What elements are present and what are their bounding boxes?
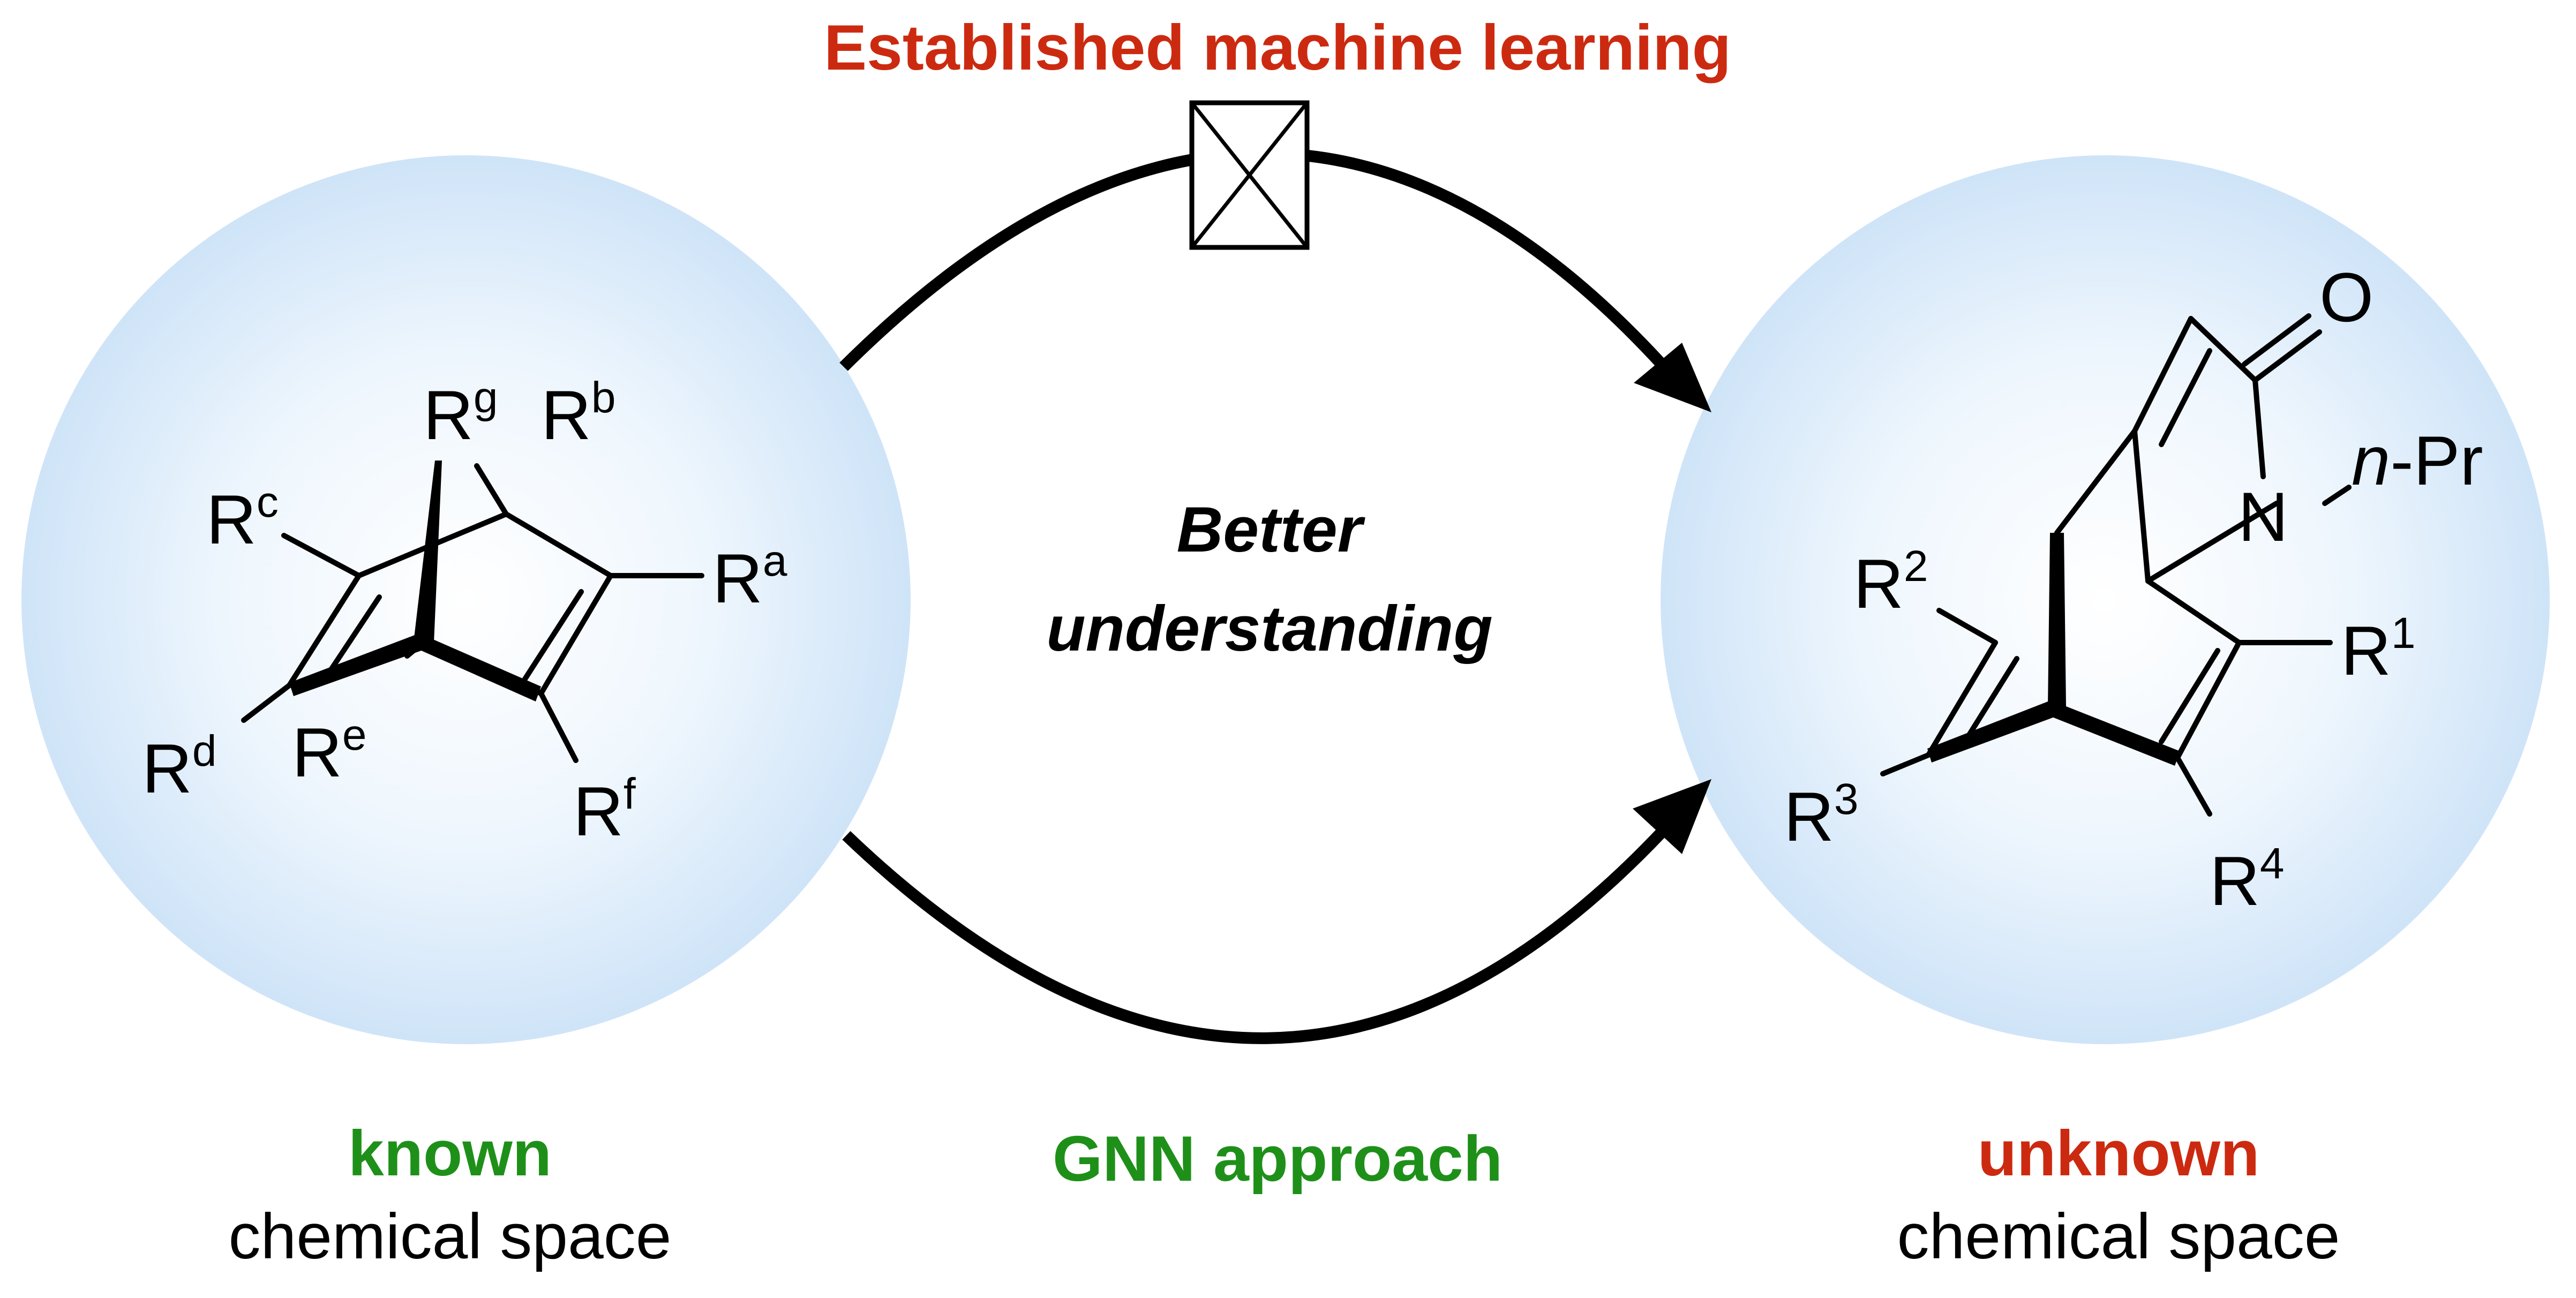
unknown-subtitle: chemical space xyxy=(1897,1201,2340,1272)
norbornadiene-bold-bonds xyxy=(289,461,541,701)
substituent-ra: Ra xyxy=(712,537,787,617)
middle-label-line1: Better xyxy=(1177,494,1366,565)
substituent-r2: R2 xyxy=(1853,542,1928,623)
nitrogen-atom: N xyxy=(2238,478,2288,556)
substituent-re: Re xyxy=(292,711,367,791)
known-subtitle: chemical space xyxy=(228,1201,671,1272)
blocked-box-icon xyxy=(1189,100,1310,250)
bottom-arc-arrow xyxy=(842,779,1711,1044)
unknown-title: unknown xyxy=(1978,1118,2260,1189)
known-title: known xyxy=(348,1118,552,1189)
substituent-rg: Rg xyxy=(423,373,498,454)
bicyclic-lactam-bold-bonds xyxy=(1927,533,2180,766)
known-space-bubble xyxy=(21,155,911,1044)
bottom-label: GNN approach xyxy=(1053,1123,1503,1195)
oxygen-atom: O xyxy=(2319,258,2374,336)
substituent-rd: Rd xyxy=(142,727,217,808)
substituent-r3: R3 xyxy=(1784,775,1859,856)
bicyclic-lactam-structure xyxy=(1880,313,2352,817)
substituent-r4: R4 xyxy=(2210,839,2285,920)
n-propyl-group: n-Pr xyxy=(2352,421,2483,500)
substituent-r1: R1 xyxy=(2341,609,2416,690)
unknown-space-bubble xyxy=(1661,155,2550,1044)
top-label: Established machine learning xyxy=(824,12,1731,84)
substituent-rb: Rb xyxy=(541,373,616,454)
substituent-rc: Rc xyxy=(206,478,279,559)
middle-label-line2: understanding xyxy=(1046,593,1492,665)
substituent-rf: Rf xyxy=(573,769,636,850)
